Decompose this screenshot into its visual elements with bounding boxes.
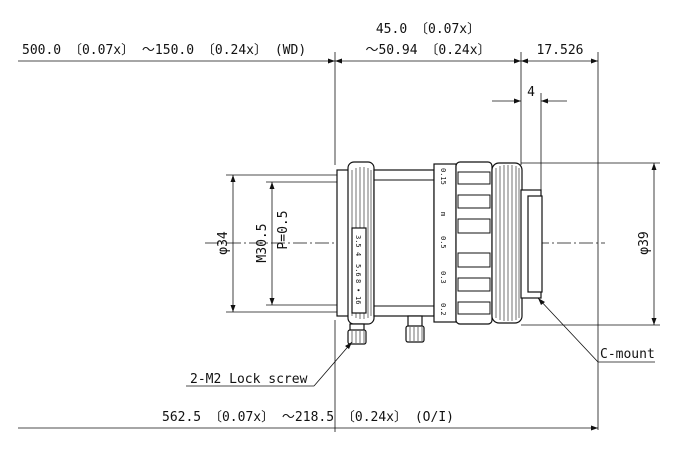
top-center-dimension-line2: ～50.94 〔0.24x〕: [365, 43, 490, 58]
callout-leaders: [186, 297, 655, 387]
left-diameter-label: φ34: [216, 231, 231, 255]
iris-value: 4: [354, 252, 362, 256]
focus-value: m: [439, 212, 447, 216]
rear-ring-knurl: [495, 165, 520, 321]
iris-value: •: [354, 288, 362, 292]
top-center-dimension-line1: 45.0 〔0.07x〕: [376, 22, 480, 37]
focus-value: 0.5: [439, 236, 447, 249]
overall-oi-label: 562.5 〔0.07x〕 ～218.5 〔0.24x〕 (O/I): [162, 410, 454, 425]
flange-offset-label: 4: [527, 85, 535, 100]
iris-value: 16: [354, 296, 362, 304]
focus-value: 0.15: [439, 168, 447, 185]
focus-ring-grooves: [457, 171, 491, 315]
lock-screw-callout: 2-M2 Lock screw: [190, 372, 308, 387]
focus-value: 0.3: [439, 271, 447, 284]
dimension-lines: [18, 52, 660, 432]
lens-body: [336, 161, 543, 345]
top-right-dimension: 17.526: [537, 43, 584, 58]
thread-spec-label: M30.5: [255, 223, 270, 262]
iris-value: 3.5: [354, 235, 362, 248]
right-diameter-label: φ39: [637, 231, 652, 254]
iris-value: 8: [354, 279, 362, 283]
lock-screw-front: [347, 323, 367, 345]
iris-scale: 3.5 4 5.6 8 • 16: [354, 235, 362, 304]
focus-value: 0.2: [439, 303, 447, 316]
focus-scale: 0.15 m 0.5 0.3 0.2: [439, 168, 447, 316]
thread-pitch-label: P=0.5: [276, 210, 291, 249]
lock-screw-rear: [405, 315, 425, 343]
working-distance-label: 500.0 〔0.07x〕 ～150.0 〔0.24x〕 (WD): [22, 43, 306, 58]
c-mount-callout: C-mount: [600, 347, 655, 362]
iris-value: 5.6: [354, 264, 362, 277]
